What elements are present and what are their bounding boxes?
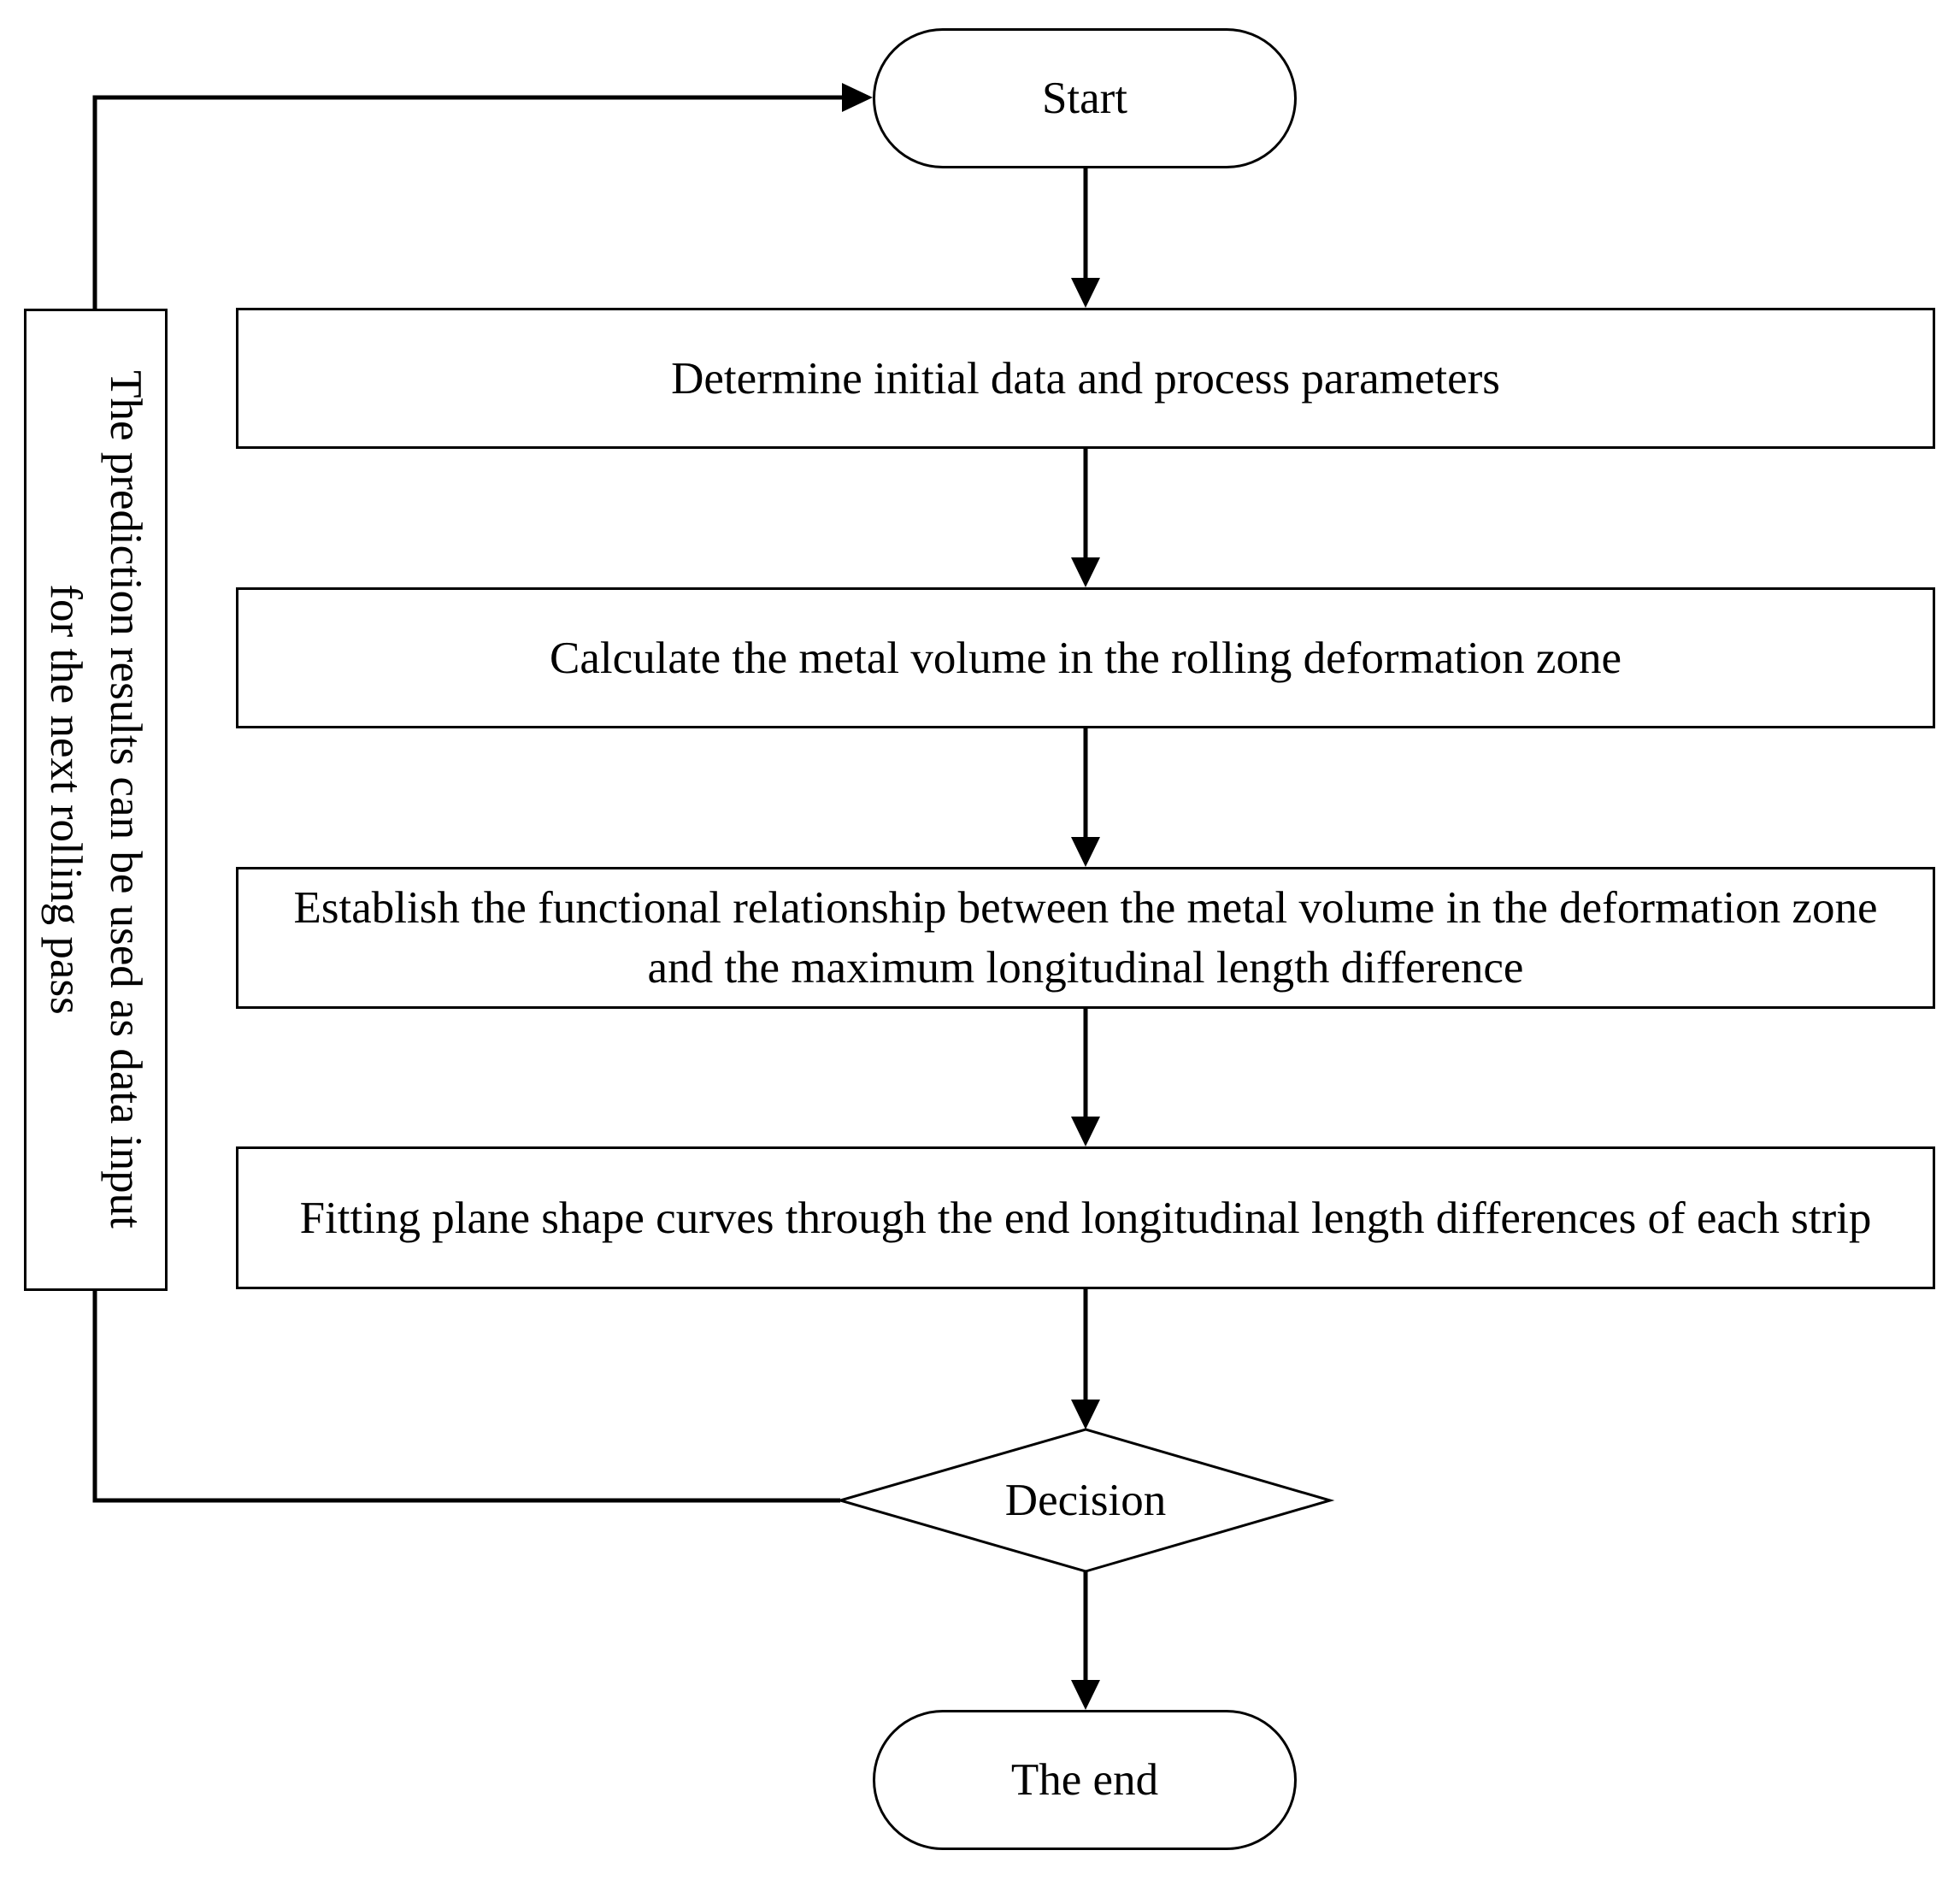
end-terminal: The end <box>873 1710 1297 1850</box>
step3-label: Establish the functional relationship be… <box>293 883 1878 993</box>
process-step-calculate-volume: Calculate the metal volume in the rollin… <box>236 587 1935 728</box>
arrowhead-end <box>1071 1680 1100 1710</box>
arrowhead-step2 <box>1071 557 1100 587</box>
start-terminal: Start <box>873 28 1297 168</box>
arrowhead-decision <box>1071 1400 1100 1429</box>
feedback-line-sidebox-to-start <box>92 95 846 309</box>
arrowhead-step4 <box>1071 1117 1100 1146</box>
process-step-determine-data: Determine initial data and process param… <box>236 308 1935 449</box>
step1-label: Determine initial data and process param… <box>671 353 1500 404</box>
process-step-fitting-curves: Fitting plane shape curves through the e… <box>236 1146 1935 1289</box>
step2-label: Calculate the metal volume in the rollin… <box>550 633 1622 683</box>
start-label: Start <box>1041 74 1128 123</box>
end-label: The end <box>1010 1755 1159 1805</box>
feedback-note-box <box>24 309 168 1291</box>
decision-diamond <box>835 1428 1335 1573</box>
feedback-note-label: The prediction results can be used as da… <box>41 370 150 1229</box>
arrowhead-start <box>842 83 873 112</box>
arrowhead-step1 <box>1071 278 1100 308</box>
process-step-establish-relationship: Establish the functional relationship be… <box>236 867 1935 1009</box>
feedback-line-decision-to-sidebox <box>92 1291 840 1503</box>
decision-label: Decision <box>1004 1476 1167 1525</box>
arrowhead-step3 <box>1071 837 1100 867</box>
step4-label: Fitting plane shape curves through the e… <box>299 1193 1872 1243</box>
